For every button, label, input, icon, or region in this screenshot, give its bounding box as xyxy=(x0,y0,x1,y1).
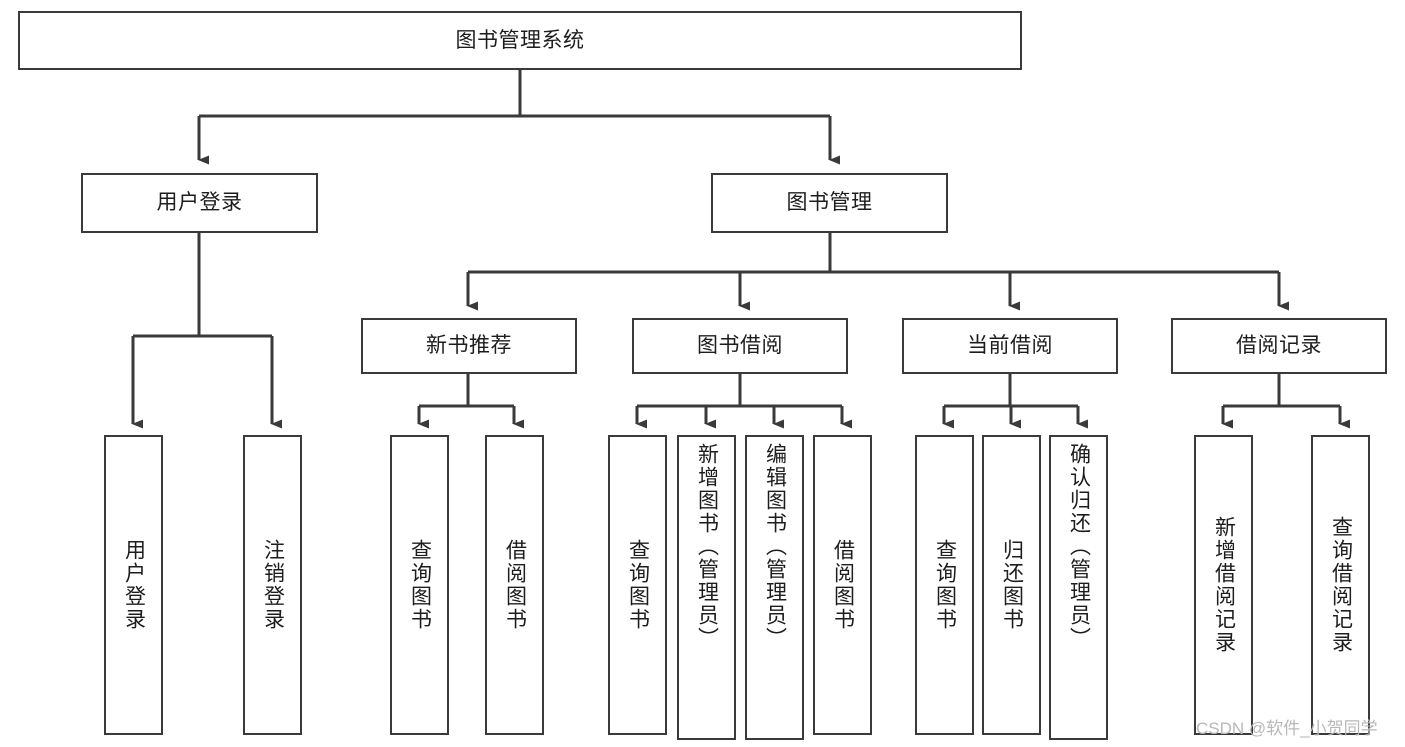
node-leaf-confirm-return[interactable]: 确认归还（管理员） xyxy=(1049,435,1108,740)
node-leaf-query-record[interactable]: 查询借阅记录 xyxy=(1311,435,1370,735)
node-leaf-query-book-3-label: 查询图书 xyxy=(933,539,957,631)
node-leaf-query-book-3[interactable]: 查询图书 xyxy=(915,435,974,735)
node-new-book-recommend-label: 新书推荐 xyxy=(426,334,512,358)
node-leaf-logout-login-label: 注销登录 xyxy=(261,539,285,631)
node-leaf-borrow-book-1[interactable]: 借阅图书 xyxy=(485,435,544,735)
node-book-borrow-label: 图书借阅 xyxy=(697,334,783,358)
node-leaf-return-book[interactable]: 归还图书 xyxy=(982,435,1041,735)
node-borrow-record-label: 借阅记录 xyxy=(1236,334,1322,358)
node-book-borrow[interactable]: 图书借阅 xyxy=(632,318,848,374)
node-leaf-add-book[interactable]: 新增图书（管理员） xyxy=(677,435,736,740)
node-leaf-query-book-1[interactable]: 查询图书 xyxy=(390,435,449,735)
node-leaf-return-book-label: 归还图书 xyxy=(1000,539,1024,631)
node-leaf-edit-book[interactable]: 编辑图书（管理员） xyxy=(745,435,804,740)
node-leaf-user-login-label: 用户登录 xyxy=(122,539,146,631)
node-current-borrow-label: 当前借阅 xyxy=(967,334,1053,358)
node-book-management-label: 图书管理 xyxy=(786,191,873,215)
node-leaf-logout-login[interactable]: 注销登录 xyxy=(243,435,302,735)
node-leaf-query-book-2-label: 查询图书 xyxy=(626,539,650,631)
node-leaf-borrow-book-1-label: 借阅图书 xyxy=(503,539,527,631)
node-root[interactable]: 图书管理系统 xyxy=(18,11,1022,70)
node-user-login[interactable]: 用户登录 xyxy=(81,173,318,233)
node-borrow-record[interactable]: 借阅记录 xyxy=(1171,318,1387,374)
node-user-login-label: 用户登录 xyxy=(156,191,243,215)
node-new-book-recommend[interactable]: 新书推荐 xyxy=(361,318,577,374)
node-leaf-user-login[interactable]: 用户登录 xyxy=(104,435,163,735)
node-leaf-borrow-book-2[interactable]: 借阅图书 xyxy=(813,435,872,735)
node-leaf-add-record[interactable]: 新增借阅记录 xyxy=(1194,435,1253,735)
node-leaf-query-book-1-label: 查询图书 xyxy=(408,539,432,631)
node-leaf-add-book-label: 新增图书（管理员） xyxy=(695,443,719,650)
node-book-management[interactable]: 图书管理 xyxy=(711,173,948,233)
node-leaf-add-record-label: 新增借阅记录 xyxy=(1212,516,1236,654)
node-root-label: 图书管理系统 xyxy=(455,28,585,52)
csdn-watermark: CSDN @软件_小贺同学 xyxy=(1196,719,1378,738)
node-leaf-query-record-label: 查询借阅记录 xyxy=(1329,516,1353,654)
node-leaf-confirm-return-label: 确认归还（管理员） xyxy=(1067,443,1091,650)
node-leaf-query-book-2[interactable]: 查询图书 xyxy=(608,435,667,735)
node-current-borrow[interactable]: 当前借阅 xyxy=(902,318,1118,374)
node-leaf-edit-book-label: 编辑图书（管理员） xyxy=(763,443,787,650)
node-leaf-borrow-book-2-label: 借阅图书 xyxy=(831,539,855,631)
